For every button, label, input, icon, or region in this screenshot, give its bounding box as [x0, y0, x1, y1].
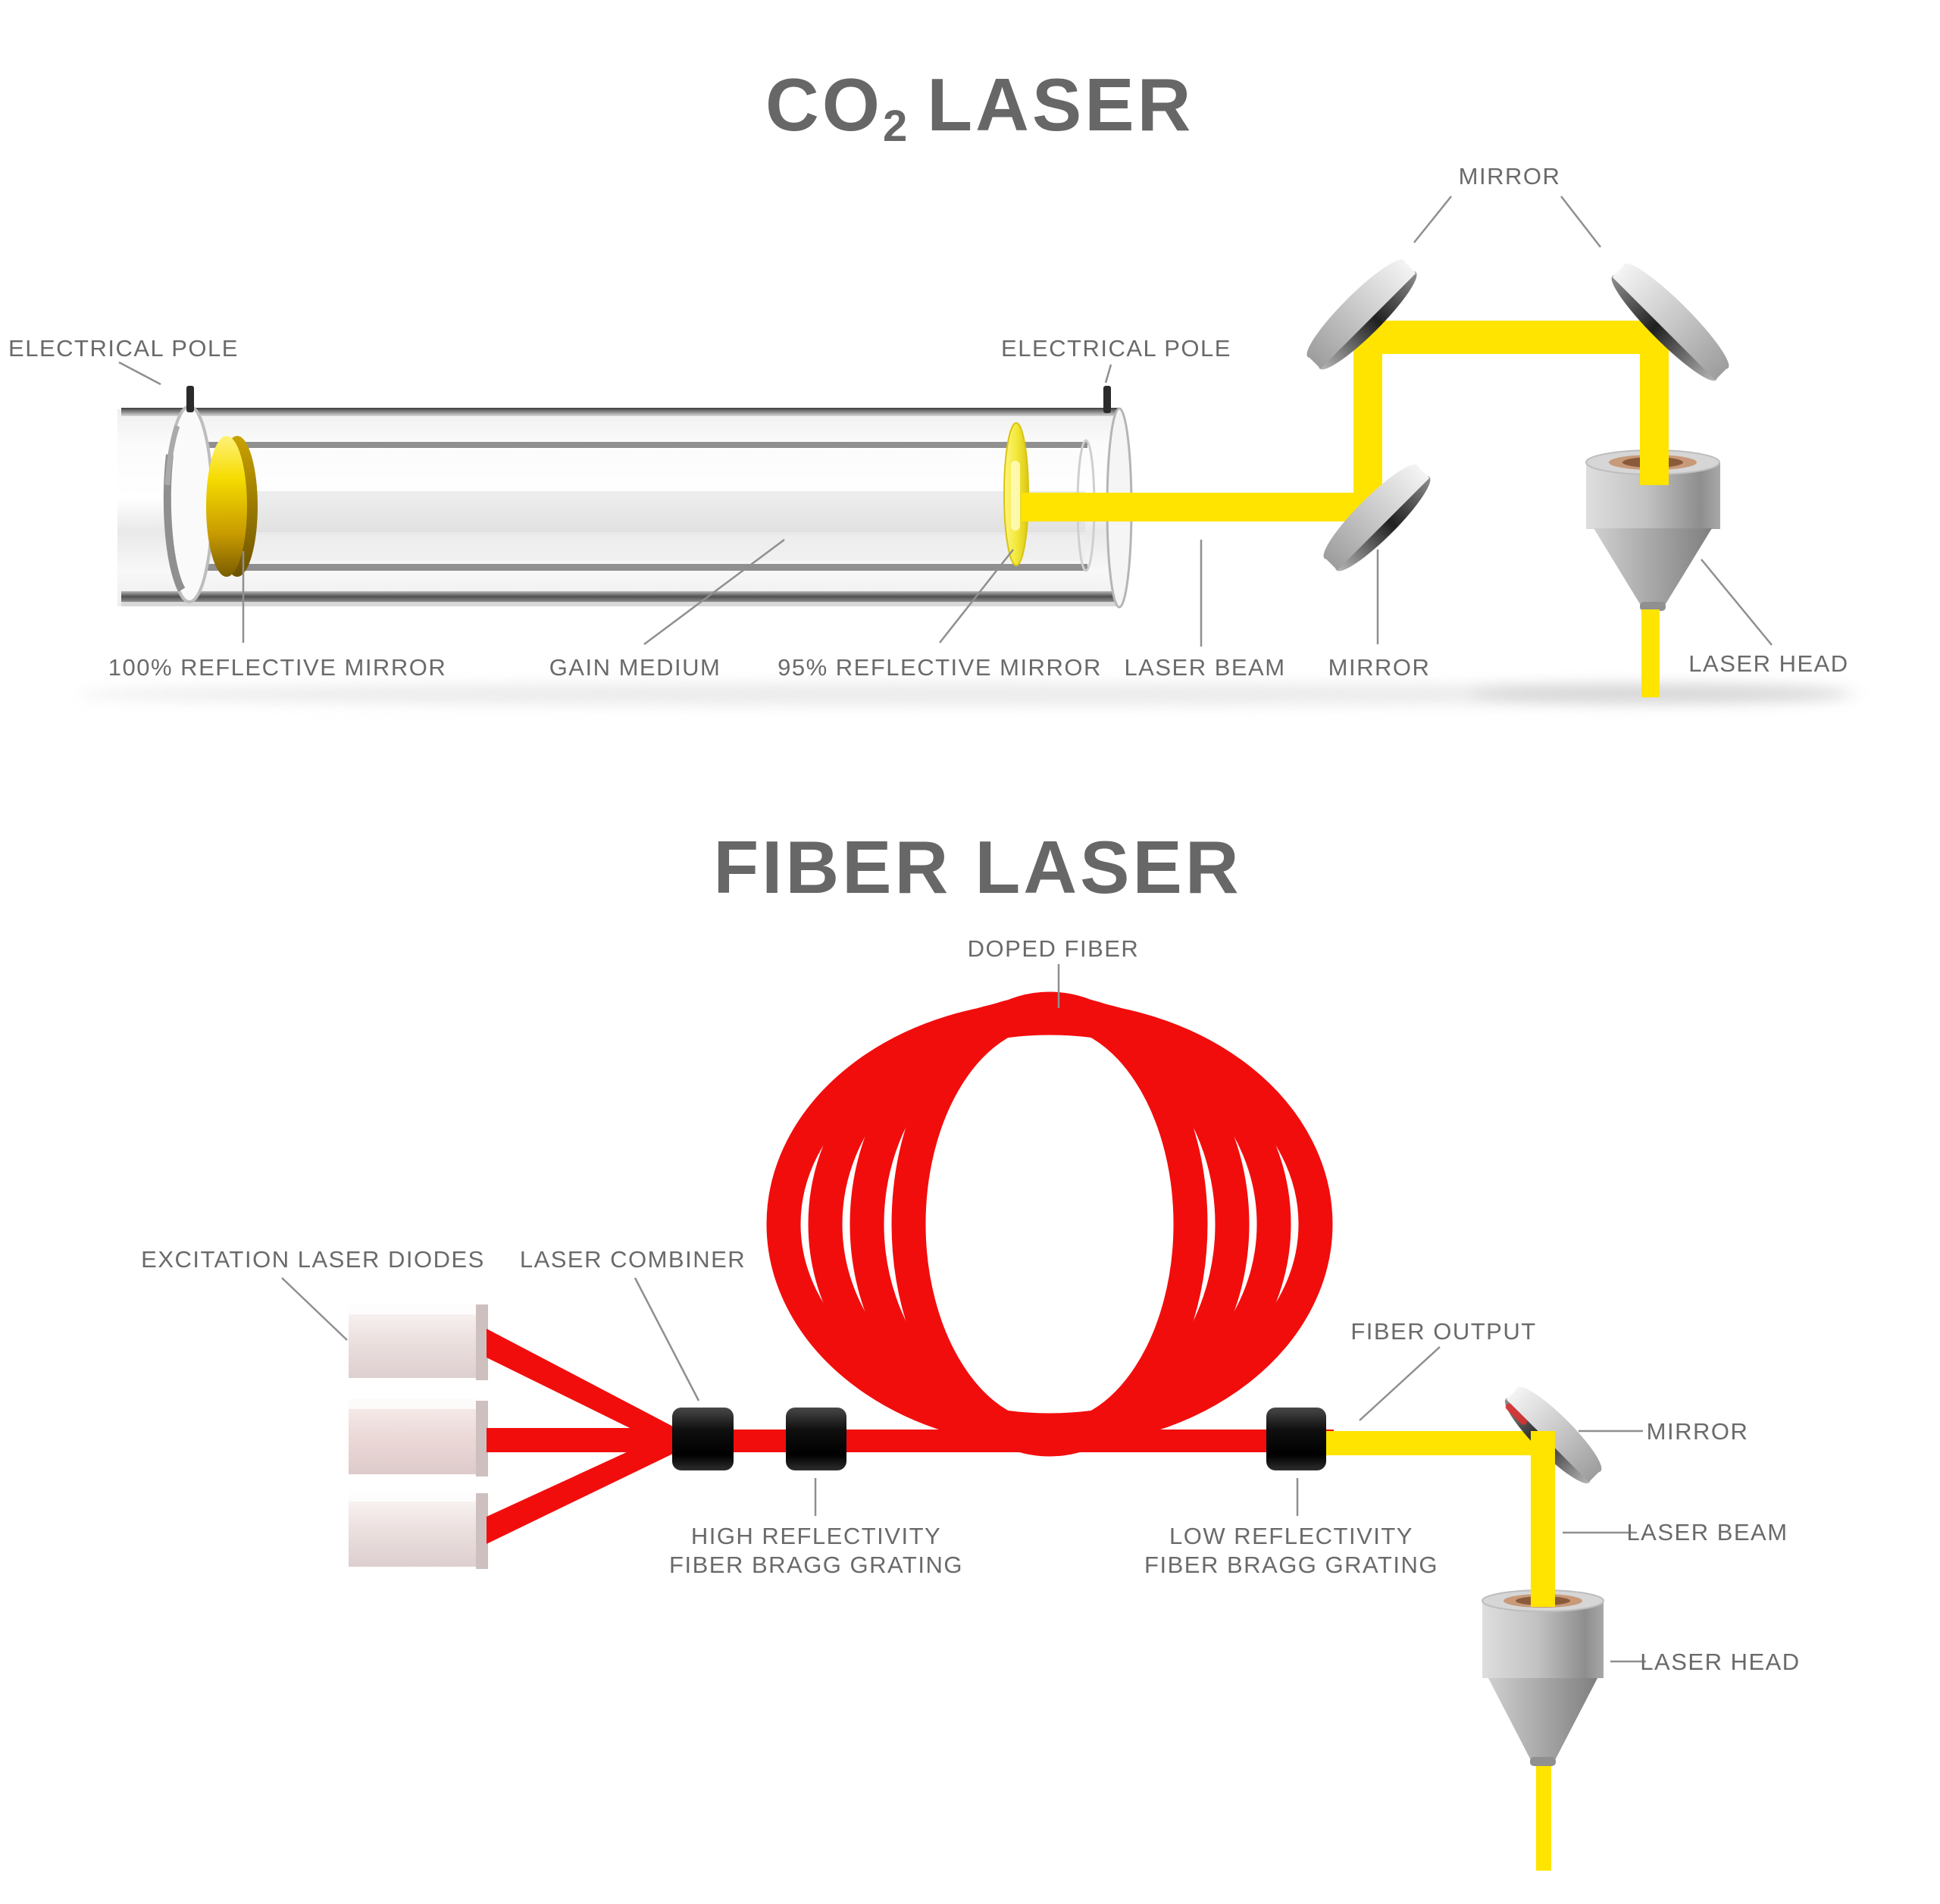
- fully-reflective-mirror: [206, 436, 258, 577]
- head-cylinder: [1482, 1601, 1604, 1678]
- leader-laser-head: [1701, 559, 1773, 646]
- label-mirror-bottom: MIRROR: [1328, 654, 1431, 681]
- diode-face: [349, 1398, 476, 1474]
- label-100-reflective-mirror: 100% REFLECTIVE MIRROR: [108, 654, 446, 681]
- label-high-fbg-line2: FIBER BRAGG GRATING: [669, 1552, 963, 1578]
- beam-vertical-right: [1640, 334, 1669, 485]
- label-doped-fiber: DOPED FIBER: [968, 935, 1140, 962]
- beam-vertical: [1531, 1431, 1555, 1607]
- label-laser-combiner: LASER COMBINER: [520, 1246, 746, 1273]
- label-electrical-pole-left: ELECTRICAL POLE: [8, 335, 239, 362]
- diode-box-2: [349, 1398, 488, 1477]
- fiber-leader-lines: [281, 964, 1646, 1663]
- beam-horizontal-top: [1353, 321, 1669, 354]
- label-high-fbg-line1: HIGH REFLECTIVITY: [691, 1523, 941, 1549]
- label-gain-medium: GAIN MEDIUM: [549, 654, 721, 681]
- leader-gain-medium: [643, 538, 785, 646]
- label-fiber-laser-head: LASER HEAD: [1640, 1649, 1800, 1675]
- leader-95-mirror: [939, 549, 1014, 644]
- co2-beam-path: [1022, 321, 1669, 521]
- beam-output: [1641, 609, 1660, 697]
- inner-tube-top-edge: [173, 442, 1087, 448]
- label-excitation-diodes: EXCITATION LASER DIODES: [141, 1246, 485, 1273]
- pump-beam-bottom: [487, 1430, 676, 1544]
- tube-bottom-highlight: [121, 602, 1120, 606]
- label-low-fbg-line1: LOW REFLECTIVITY: [1169, 1523, 1413, 1549]
- label-95-reflective-mirror: 95% REFLECTIVE MIRROR: [778, 654, 1102, 681]
- leader-electrical-pole-right: [1104, 364, 1112, 384]
- label-fiber-output: FIBER OUTPUT: [1350, 1318, 1536, 1345]
- diode-top-highlight: [349, 1491, 476, 1502]
- label-low-fbg-line2: FIBER BRAGG GRATING: [1144, 1552, 1438, 1578]
- electrical-pole-left-pin: [186, 386, 194, 412]
- doped-fiber-coil: [766, 991, 1333, 1457]
- leader-excitation-diodes: [281, 1277, 348, 1341]
- beam-output: [1536, 1766, 1551, 1871]
- label-fiber-mirror: MIRROR: [1647, 1418, 1749, 1445]
- label-electrical-pole-right: ELECTRICAL POLE: [1001, 335, 1231, 362]
- electrical-pole-right-pin: [1103, 386, 1111, 413]
- tube-bottom-edge: [121, 591, 1120, 602]
- label-fiber-laser-beam: LASER BEAM: [1626, 1519, 1788, 1545]
- diode-box-1: [349, 1302, 488, 1380]
- diode-face: [349, 1302, 476, 1378]
- leader-electrical-pole-left: [118, 361, 161, 386]
- mirror-red-reflection: [1505, 1403, 1528, 1426]
- co2-leader-lines: [118, 196, 1773, 647]
- high-reflectivity-fbg: [786, 1408, 846, 1470]
- head-nozzle-tip: [1640, 602, 1666, 611]
- diode-side: [476, 1401, 488, 1477]
- floor-shadow: [76, 683, 1864, 706]
- fiber-output-beam: [1322, 1431, 1555, 1455]
- coil-loop-4: [891, 991, 1208, 1457]
- laser-combiner: [672, 1408, 734, 1470]
- head-nozzle-tip: [1530, 1757, 1556, 1766]
- beam-tube-to-mirror: [1022, 493, 1394, 521]
- steering-mirror-top-right: [1611, 263, 1729, 381]
- mirror-rim: [1623, 263, 1729, 369]
- diode-top-highlight: [349, 1302, 476, 1314]
- diode-face: [349, 1491, 476, 1567]
- inner-tube-bottom-edge: [173, 564, 1087, 571]
- beam-vertical-left: [1353, 321, 1382, 521]
- output-mirror-highlight: [1011, 461, 1020, 531]
- gold-mirror-face: [206, 436, 247, 577]
- label-laser-beam: LASER BEAM: [1124, 654, 1285, 681]
- fiber-laser-head: [1482, 1431, 1604, 1871]
- mirror-rim: [1516, 1386, 1602, 1473]
- diode-top-highlight: [349, 1398, 476, 1409]
- co2-gas-tube: [117, 405, 1133, 609]
- diode-box-3: [349, 1491, 488, 1569]
- tube-inner-shading-2: [176, 532, 1085, 561]
- diode-side: [476, 1304, 488, 1380]
- excitation-laser-diodes: [349, 1302, 488, 1569]
- pump-beam-top: [487, 1329, 676, 1451]
- fiber-laser-section: FIBER LASER: [141, 825, 1800, 1871]
- label-mirror-top: MIRROR: [1459, 163, 1561, 189]
- pump-beams: [487, 1329, 676, 1544]
- fiber-title: FIBER LASER: [713, 825, 1241, 909]
- leader-mirror-top-a: [1413, 196, 1452, 243]
- inner-tube-top-highlight: [173, 448, 1087, 450]
- steering-mirror-bottom: [1323, 464, 1431, 572]
- leader-laser-combiner: [634, 1277, 700, 1401]
- label-laser-head: LASER HEAD: [1688, 650, 1848, 677]
- fiber-components: [672, 1408, 1326, 1470]
- head-cone: [1488, 1678, 1597, 1762]
- leader-mirror-top-b: [1560, 196, 1601, 248]
- low-reflectivity-fbg: [1266, 1408, 1326, 1470]
- co2-laser-head: [1585, 334, 1720, 697]
- tube-inner-shading: [176, 491, 1085, 535]
- mirror-rim: [1323, 464, 1419, 559]
- head-cone: [1594, 528, 1712, 606]
- leader-fiber-output: [1359, 1346, 1441, 1421]
- tube-left-cap-rim-top: [164, 424, 180, 486]
- mirror-rim: [1306, 259, 1405, 358]
- steering-mirror-top-left: [1306, 259, 1417, 370]
- tube-top-edge: [121, 408, 1120, 416]
- diode-side: [476, 1493, 488, 1569]
